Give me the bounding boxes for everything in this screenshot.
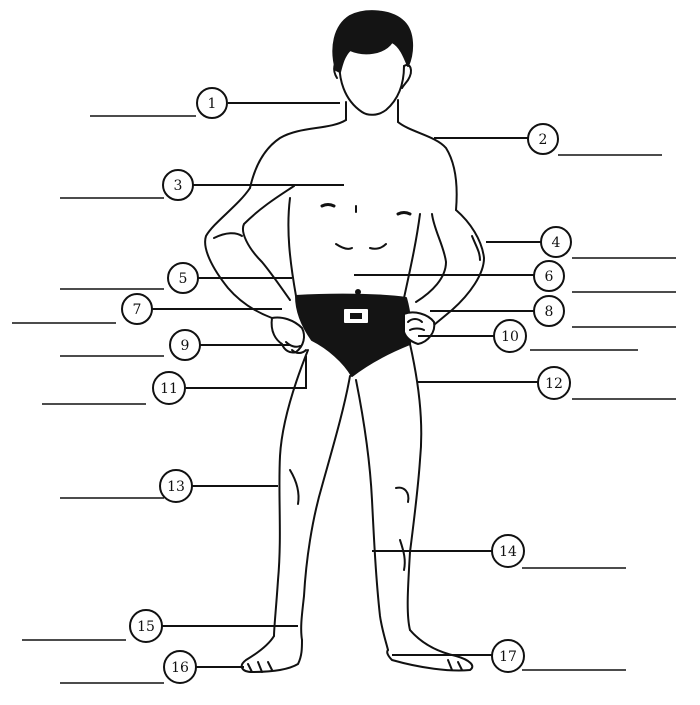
callout-circle (533, 260, 565, 292)
callout-6: 6 (533, 260, 565, 292)
arm-left-inner (242, 185, 295, 301)
callout-number: 11 (160, 381, 178, 397)
leader-11 (186, 356, 307, 389)
callout-11: 11 (152, 371, 186, 405)
callout-number: 1 (208, 96, 217, 112)
leader-lines (152, 102, 542, 668)
callout-number: 14 (499, 544, 517, 560)
navel (355, 289, 361, 295)
leg-right-inner (355, 379, 389, 651)
callout-number: 15 (137, 619, 155, 635)
callout-number: 4 (552, 235, 561, 251)
knee-left (289, 469, 300, 505)
callout-circle (533, 295, 565, 327)
ankle-right (386, 629, 474, 672)
chest-line-left (320, 203, 336, 208)
arm-right-inner (415, 213, 447, 303)
callout-number: 8 (545, 304, 554, 320)
callout-number: 17 (499, 649, 517, 665)
leg-left-outer (273, 349, 309, 637)
callout-number: 16 (171, 660, 189, 676)
chest-line-right (396, 211, 412, 216)
callout-circle (121, 293, 153, 325)
leg-left-inner (300, 375, 351, 641)
callout-4: 4 (540, 226, 572, 258)
callout-circle (527, 123, 559, 155)
callout-number: 2 (539, 132, 548, 148)
knee-right (395, 486, 410, 503)
shoulder-right (397, 121, 458, 211)
forearm-left-detail (213, 232, 243, 239)
torso-left-side (287, 197, 297, 297)
callout-circle (537, 366, 571, 400)
rib-line-right (369, 243, 387, 250)
callout-circle (491, 639, 525, 673)
callout-number: 12 (545, 376, 563, 392)
callout-16: 16 (163, 650, 197, 684)
callout-circle (129, 609, 163, 643)
ankle-left (240, 635, 303, 673)
callout-9: 9 (169, 329, 201, 361)
toes-right (447, 659, 463, 671)
callout-circle (540, 226, 572, 258)
trunks (295, 293, 412, 377)
callout-12: 12 (537, 366, 571, 400)
callout-14: 14 (491, 534, 525, 568)
callout-number: 9 (181, 338, 190, 354)
callout-number: 13 (167, 479, 185, 495)
torso-right-side (403, 213, 421, 299)
callout-1: 1 (196, 87, 228, 119)
callout-13: 13 (159, 469, 193, 503)
callout-number: 5 (179, 271, 188, 287)
callout-circle (169, 329, 201, 361)
trunks-label-inner (350, 313, 362, 319)
callout-circle (196, 87, 228, 119)
callout-17: 17 (491, 639, 525, 673)
callout-circle (159, 469, 193, 503)
leg-right-outer (406, 343, 423, 631)
callout-number: 3 (174, 178, 183, 194)
callout-circle (491, 534, 525, 568)
callout-circle (493, 319, 527, 353)
callout-3: 3 (162, 169, 194, 201)
toes-left (247, 661, 273, 673)
human-figure (204, 10, 485, 673)
callout-number: 6 (545, 269, 554, 285)
callout-circle (162, 169, 194, 201)
forearm-right-detail (471, 235, 481, 261)
number-callouts: 1 2 3 4 5 6 7 8 (121, 87, 572, 684)
face-outline (338, 59, 405, 116)
callout-8: 8 (533, 295, 565, 327)
answer-blanks (12, 115, 676, 684)
callout-circle (167, 262, 199, 294)
shin-right (399, 539, 406, 571)
hand-left-fingers (285, 341, 307, 354)
arm-left-outer (204, 187, 273, 319)
shoulder-left (249, 119, 347, 189)
callout-7: 7 (121, 293, 153, 325)
callout-number: 7 (133, 302, 142, 318)
callout-number: 10 (501, 329, 519, 345)
hand-right-fingers (407, 318, 425, 331)
callout-circle (152, 371, 186, 405)
callout-5: 5 (167, 262, 199, 294)
callout-circle (163, 650, 197, 684)
rib-line-left (335, 243, 353, 250)
hair (332, 10, 414, 73)
callout-2: 2 (527, 123, 559, 155)
callout-10: 10 (493, 319, 527, 353)
callout-15: 15 (129, 609, 163, 643)
